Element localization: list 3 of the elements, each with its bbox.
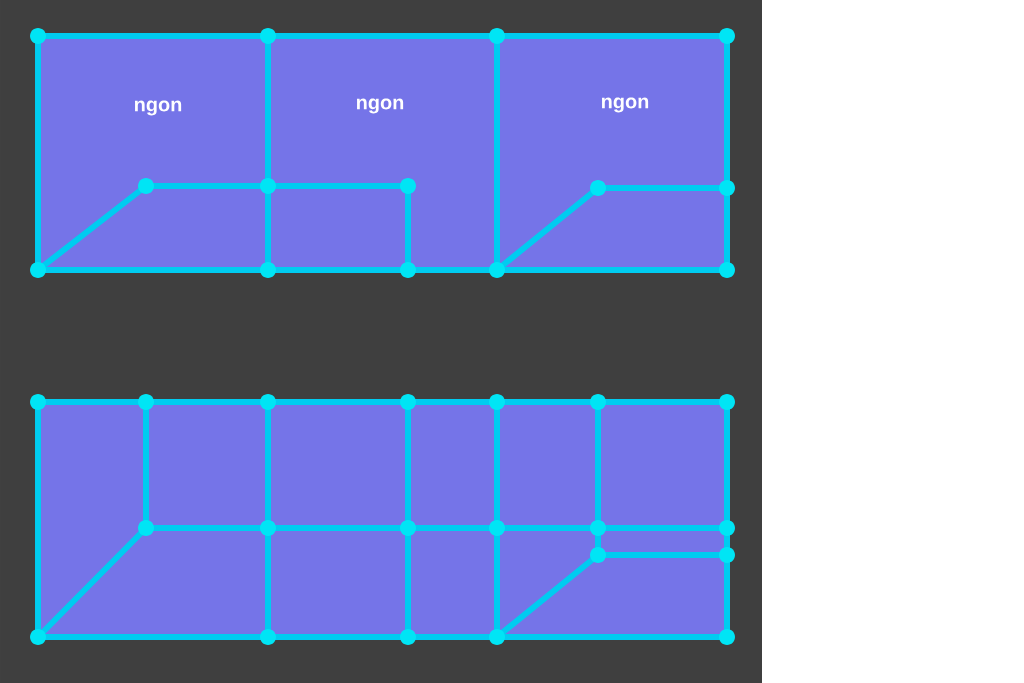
face-label: ngon: [357, 98, 404, 114]
face-label: ngon: [601, 97, 649, 113]
face-label: ngon: [135, 100, 182, 116]
